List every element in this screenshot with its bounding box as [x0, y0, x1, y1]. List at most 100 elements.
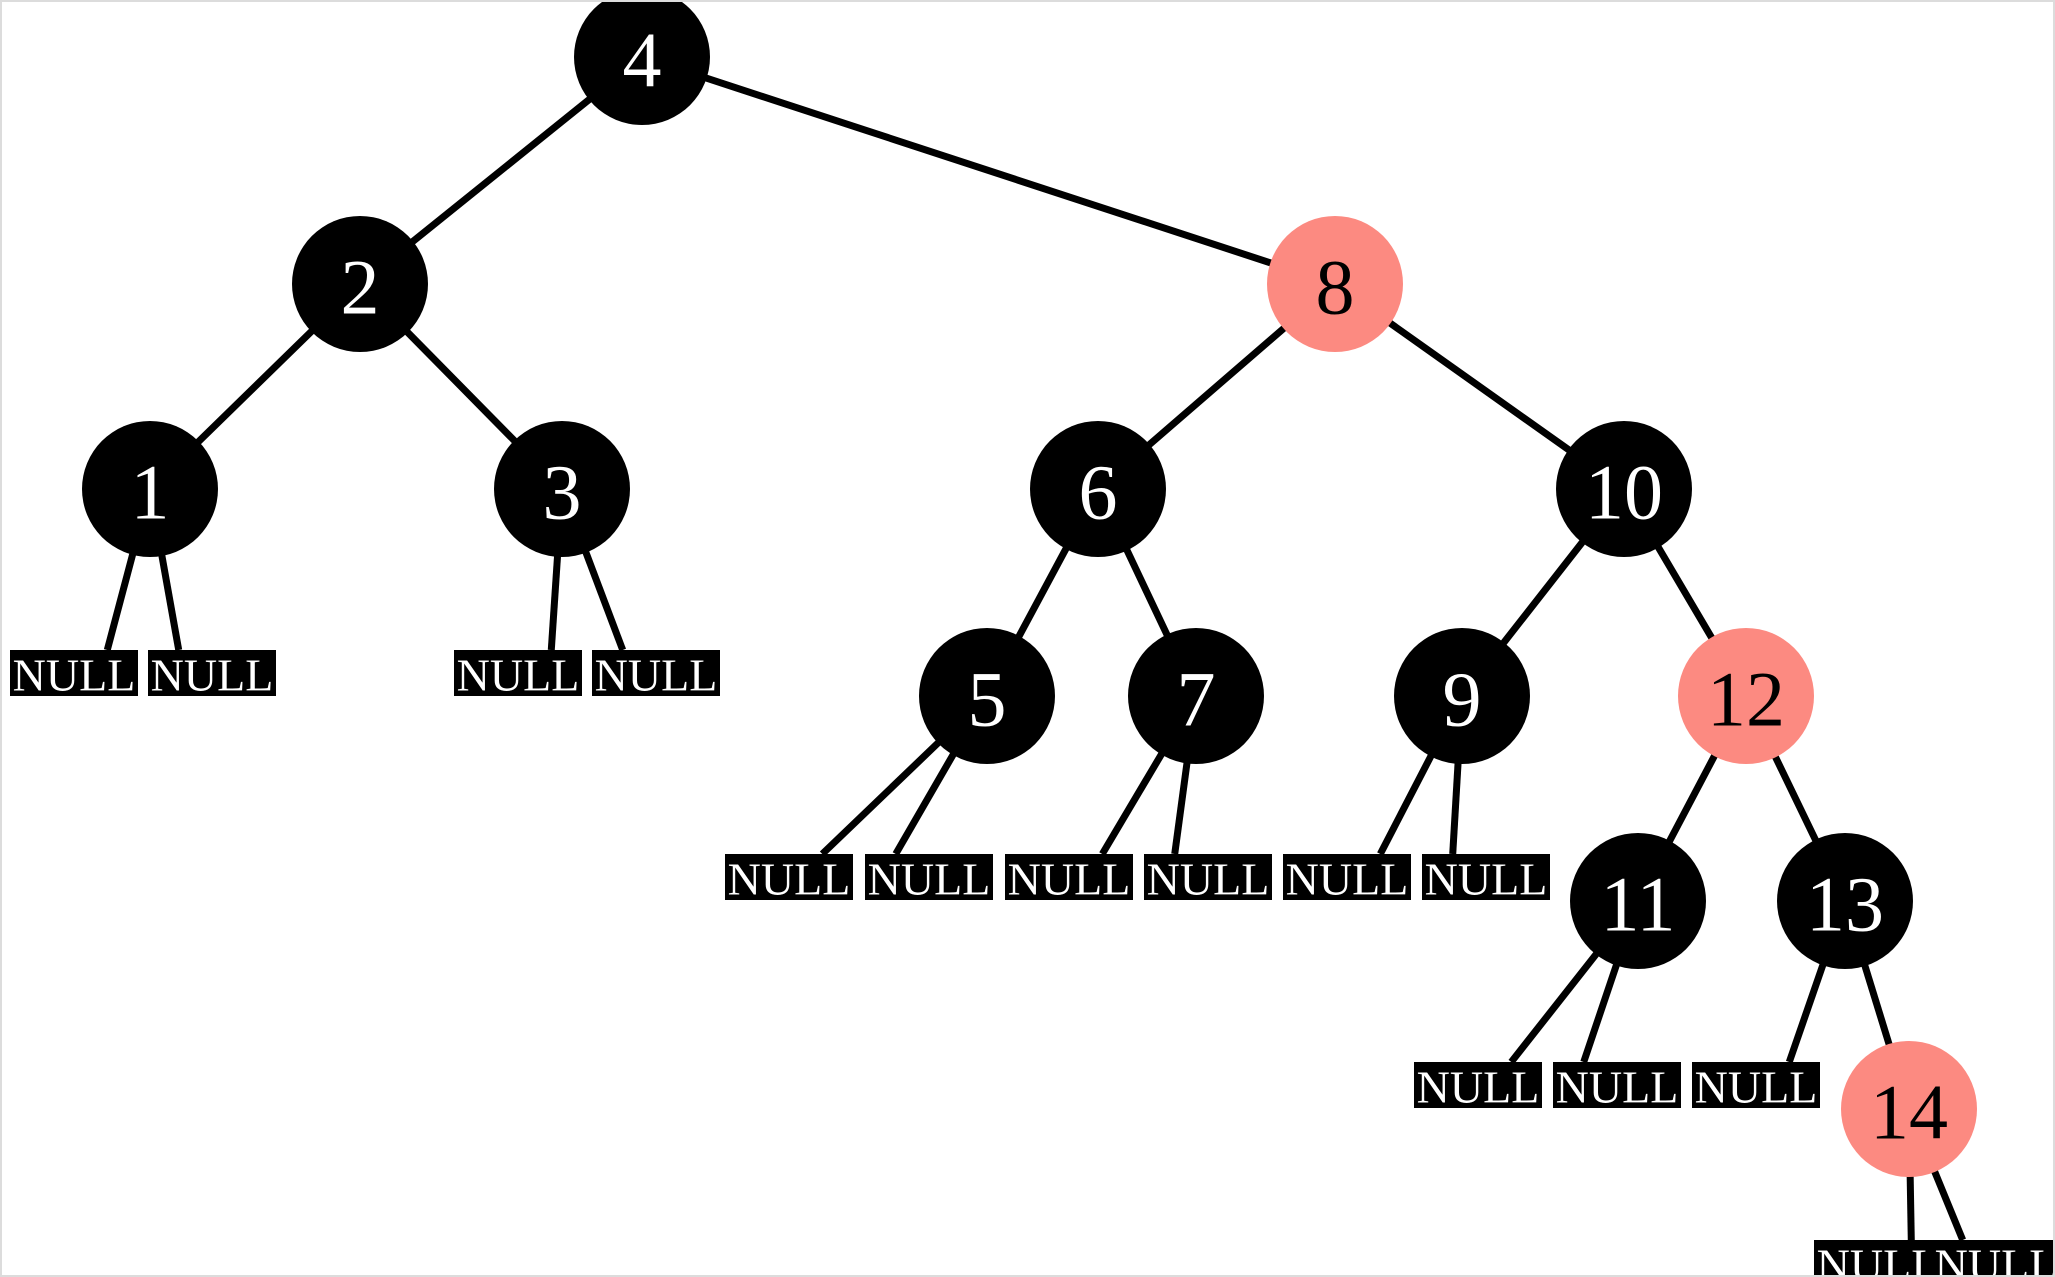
- tree-edge: [1660, 742, 1724, 855]
- black-node-circle[interactable]: [574, 2, 710, 125]
- node-key-label: 14: [1870, 1069, 1948, 1156]
- node-key-label: 10: [1585, 449, 1663, 536]
- nil-leaf: NULL: [865, 854, 993, 905]
- tree-edge: [186, 319, 324, 454]
- tree-edge: [156, 541, 183, 651]
- nil-box: [725, 854, 853, 900]
- nil-leaf: NULL: [1422, 854, 1550, 905]
- nil-leaf: NULL: [1932, 1240, 2055, 1277]
- tree-edge: [547, 543, 562, 651]
- nil-label: NULL: [1935, 1240, 2055, 1277]
- tree-node-12[interactable]: 12: [1678, 628, 1814, 764]
- tree-node-13[interactable]: 13: [1777, 833, 1913, 969]
- black-node-circle[interactable]: [919, 628, 1055, 764]
- black-node-circle[interactable]: [292, 216, 428, 352]
- tree-node-7[interactable]: 7: [1128, 628, 1264, 764]
- nil-box: [592, 650, 720, 696]
- nil-label: NULL: [151, 650, 274, 701]
- tree-node-5[interactable]: 5: [919, 628, 1055, 764]
- tree-edge: [1926, 1158, 1966, 1242]
- nil-box: [10, 650, 138, 696]
- black-node-circle[interactable]: [1570, 833, 1706, 969]
- node-key-label: 8: [1316, 244, 1355, 331]
- black-node-circle[interactable]: [1030, 421, 1166, 557]
- nil-box: [1814, 1240, 1942, 1275]
- black-node-circle[interactable]: [494, 421, 630, 557]
- nil-label: NULL: [1695, 1062, 1818, 1113]
- tree-edge: [1377, 742, 1441, 856]
- node-key-label: 6: [1079, 449, 1118, 536]
- nil-box: [1422, 854, 1550, 900]
- node-key-label: 2: [341, 244, 380, 331]
- black-node-circle[interactable]: [1128, 628, 1264, 764]
- tree-edge: [1171, 749, 1193, 855]
- nil-box: [454, 650, 582, 696]
- node-key-label: 9: [1443, 656, 1482, 743]
- nil-label: NULL: [1556, 1062, 1679, 1113]
- tree-edge: [892, 741, 963, 856]
- nil-label: NULL: [1817, 1240, 1940, 1277]
- nil-box: [1932, 1240, 2053, 1275]
- tree-node-14[interactable]: 14: [1841, 1041, 1977, 1177]
- nil-leaf: NULL: [1005, 854, 1133, 905]
- nil-leaf: NULL: [1414, 1062, 1542, 1113]
- tree-edge: [1009, 535, 1076, 650]
- tree-node-3[interactable]: 3: [494, 421, 630, 557]
- nil-box: [865, 854, 993, 900]
- nil-label: NULL: [1286, 854, 1409, 905]
- tree-edge: [1099, 741, 1172, 856]
- tree-edge: [1136, 316, 1297, 457]
- tree-node-2[interactable]: 2: [292, 216, 428, 352]
- nil-label: NULL: [457, 650, 580, 701]
- nil-label: NULL: [1425, 854, 1548, 905]
- nil-leaf: NULL: [454, 650, 582, 701]
- tree-node-10[interactable]: 10: [1556, 421, 1692, 557]
- black-node-circle[interactable]: [1777, 833, 1913, 969]
- node-key-label: 1: [131, 449, 170, 536]
- nil-leaf: NULL: [592, 650, 720, 701]
- nil-box: [148, 650, 276, 696]
- red-node-circle[interactable]: [1267, 216, 1403, 352]
- tree-edge: [1377, 312, 1582, 461]
- nil-leaf: NULL: [1283, 854, 1411, 905]
- nil-leaf: NULL: [1692, 1062, 1820, 1113]
- tree-edge: [1857, 951, 1897, 1059]
- nil-label: NULL: [1008, 854, 1131, 905]
- tree-node-1[interactable]: 1: [82, 421, 218, 557]
- tree-node-11[interactable]: 11: [1570, 833, 1706, 969]
- nil-box: [1553, 1062, 1681, 1108]
- nil-label: NULL: [1417, 1062, 1540, 1113]
- nil-box: [1692, 1062, 1820, 1108]
- nil-label: NULL: [595, 650, 718, 701]
- tree-edge: [819, 731, 951, 857]
- nil-label: NULL: [13, 650, 136, 701]
- nil-box: [1005, 854, 1133, 900]
- tree-node-4[interactable]: 4: [574, 2, 710, 125]
- tree-node-8[interactable]: 8: [1267, 216, 1403, 352]
- nil-leaf: NULL: [148, 650, 276, 701]
- tree-node-9[interactable]: 9: [1394, 628, 1530, 764]
- nil-leaf: NULL: [1553, 1062, 1681, 1113]
- black-node-circle[interactable]: [1394, 628, 1530, 764]
- node-key-label: 5: [968, 656, 1007, 743]
- black-node-circle[interactable]: [1556, 421, 1692, 557]
- tree-edge: [1580, 951, 1624, 1064]
- nil-box: [1414, 1062, 1542, 1108]
- black-node-circle[interactable]: [82, 421, 218, 557]
- nil-leaf: NULL: [10, 650, 138, 701]
- node-key-label: 13: [1806, 861, 1884, 948]
- nil-label: NULL: [1147, 854, 1270, 905]
- red-node-circle[interactable]: [1678, 628, 1814, 764]
- tree-edge: [692, 70, 1285, 271]
- tree-node-6[interactable]: 6: [1030, 421, 1166, 557]
- tree-edge: [395, 320, 527, 453]
- red-node-circle[interactable]: [1841, 1041, 1977, 1177]
- tree-edge: [1766, 743, 1825, 854]
- tree-edge: [1449, 750, 1463, 855]
- nil-leaf: NULL: [1814, 1240, 1942, 1277]
- tree-edge: [577, 538, 626, 652]
- tree-edge: [1508, 941, 1608, 1065]
